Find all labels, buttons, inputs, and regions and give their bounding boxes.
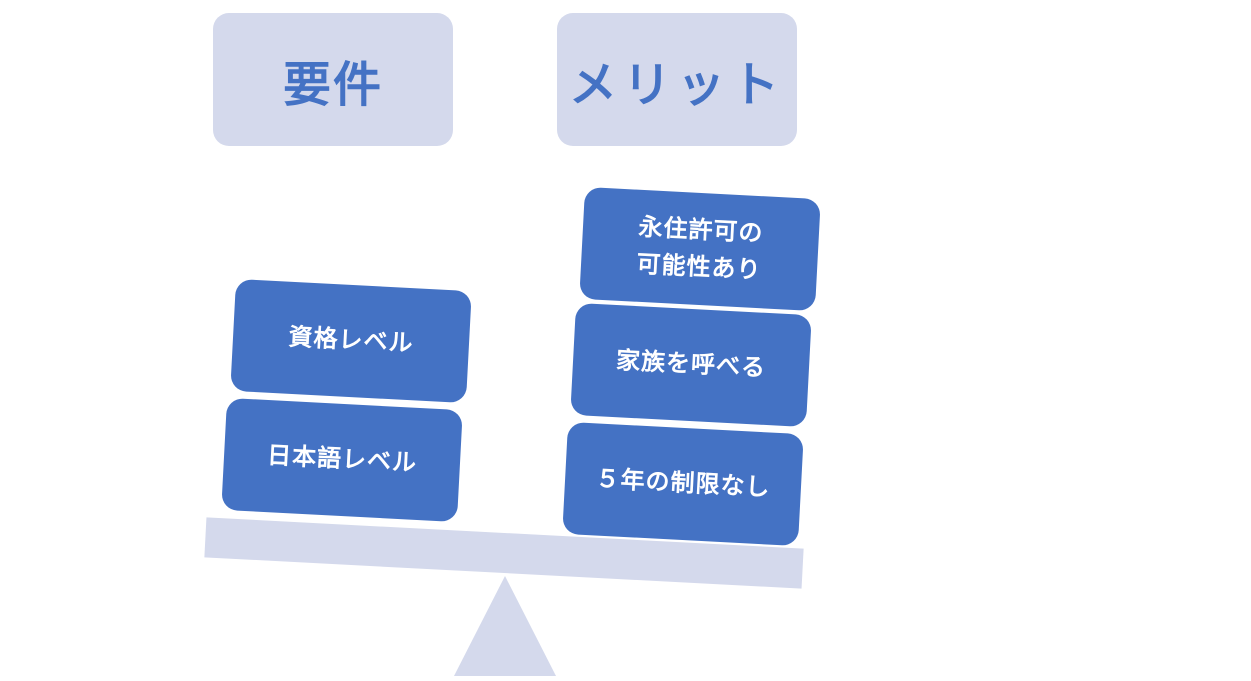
merit-block-no-limit: ５年の制限なし <box>562 421 804 547</box>
merits-header-label: メリット <box>568 56 785 113</box>
merit-block-line: 永住許可の <box>637 212 765 248</box>
scale-fulcrum <box>454 576 556 676</box>
requirement-block-qualification: 資格レベル <box>230 278 472 404</box>
requirement-block-line: 資格レベル <box>287 323 415 358</box>
merit-block-line: ５年の制限なし <box>594 464 772 502</box>
requirement-block-line: 日本語レベル <box>266 441 418 478</box>
merit-block-line: 家族を呼べる <box>615 346 767 383</box>
merit-block-permanent-residency: 永住許可の 可能性あり <box>579 186 821 312</box>
merit-block-family: 家族を呼べる <box>570 302 812 428</box>
merit-block-line: 可能性あり <box>635 249 763 285</box>
requirements-header: 要件 <box>213 13 453 146</box>
requirements-header-label: 要件 <box>282 56 383 113</box>
requirement-block-japanese: 日本語レベル <box>221 397 463 523</box>
merits-header: メリット <box>557 13 797 146</box>
